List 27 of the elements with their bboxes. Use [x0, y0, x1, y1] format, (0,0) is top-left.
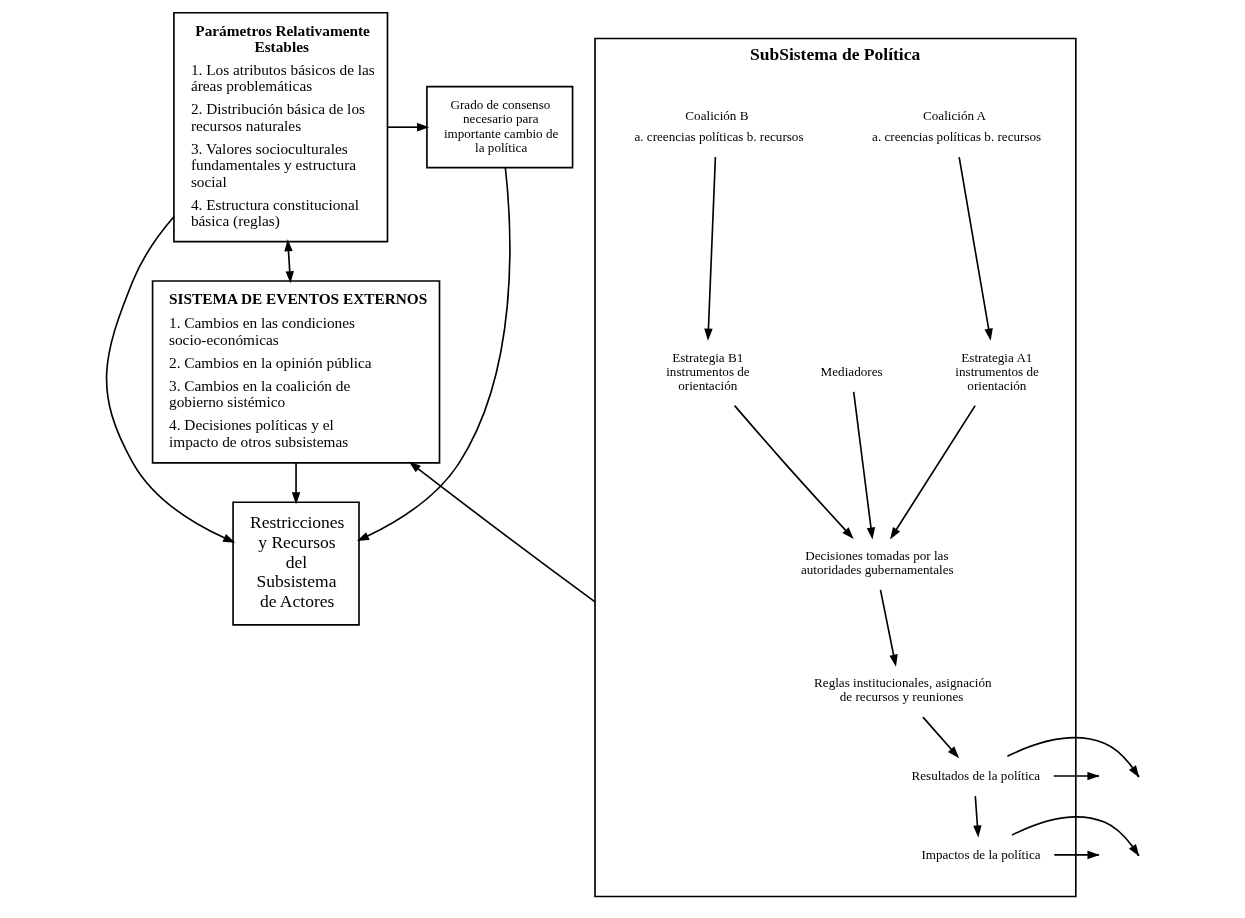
node-box: SISTEMA DE EVENTOS EXTERNOS 1. Cambios en las condiciones socio-económicas 2. Cambios en la opinión pública 3. Cambios en la coalición de gobierno sistémico 4. Decisiones políticas y el impacto de otros subsistemas — [151, 280, 441, 464]
arrow — [408, 461, 596, 603]
node-text: Resultados de la política — [911, 767, 1041, 783]
node-text: Reglas institucionales, asignación de recursos y reuniones — [814, 674, 992, 705]
node-text: Coalición B a. creencias políticas b. recursos — [634, 108, 804, 144]
arrow — [890, 404, 976, 540]
arrow — [105, 215, 236, 543]
arrow — [973, 795, 982, 838]
node-text: Decisiones tomadas por las autoridades gubernamentales — [800, 547, 954, 578]
arrow — [284, 239, 294, 284]
node-text: Mediadores — [820, 363, 883, 379]
node-text: Estrategia A1 instrumentos de orientación — [955, 349, 1039, 394]
node-box: Parámetros Relativamente Estables 1. Los atributos básicos de las áreas problemáticas 2. Distribución básica de los recursos naturales 3. Valores socioculturales fundamentales y estructura social 4. Estructura constitucional básica (reglas) — [173, 11, 389, 243]
arrow — [733, 404, 854, 540]
arrow — [958, 156, 993, 341]
arrow — [879, 589, 898, 667]
arrow — [356, 167, 511, 542]
node-text: Estrategia B1 instrumentos de orientación — [666, 349, 750, 394]
node-box: Restricciones y Recursos del Subsistema de Actores — [232, 501, 360, 626]
arrow — [704, 156, 717, 341]
node-box: Grado de consenso necesario para importante cambio de la política — [426, 85, 574, 169]
node-text: Coalición A a. creencias políticas b. recursos — [872, 108, 1042, 144]
node-text: Impactos de la política — [921, 846, 1041, 862]
arrow — [922, 716, 960, 759]
arrow — [291, 462, 301, 505]
arrow — [852, 391, 876, 540]
arrow — [386, 122, 430, 132]
